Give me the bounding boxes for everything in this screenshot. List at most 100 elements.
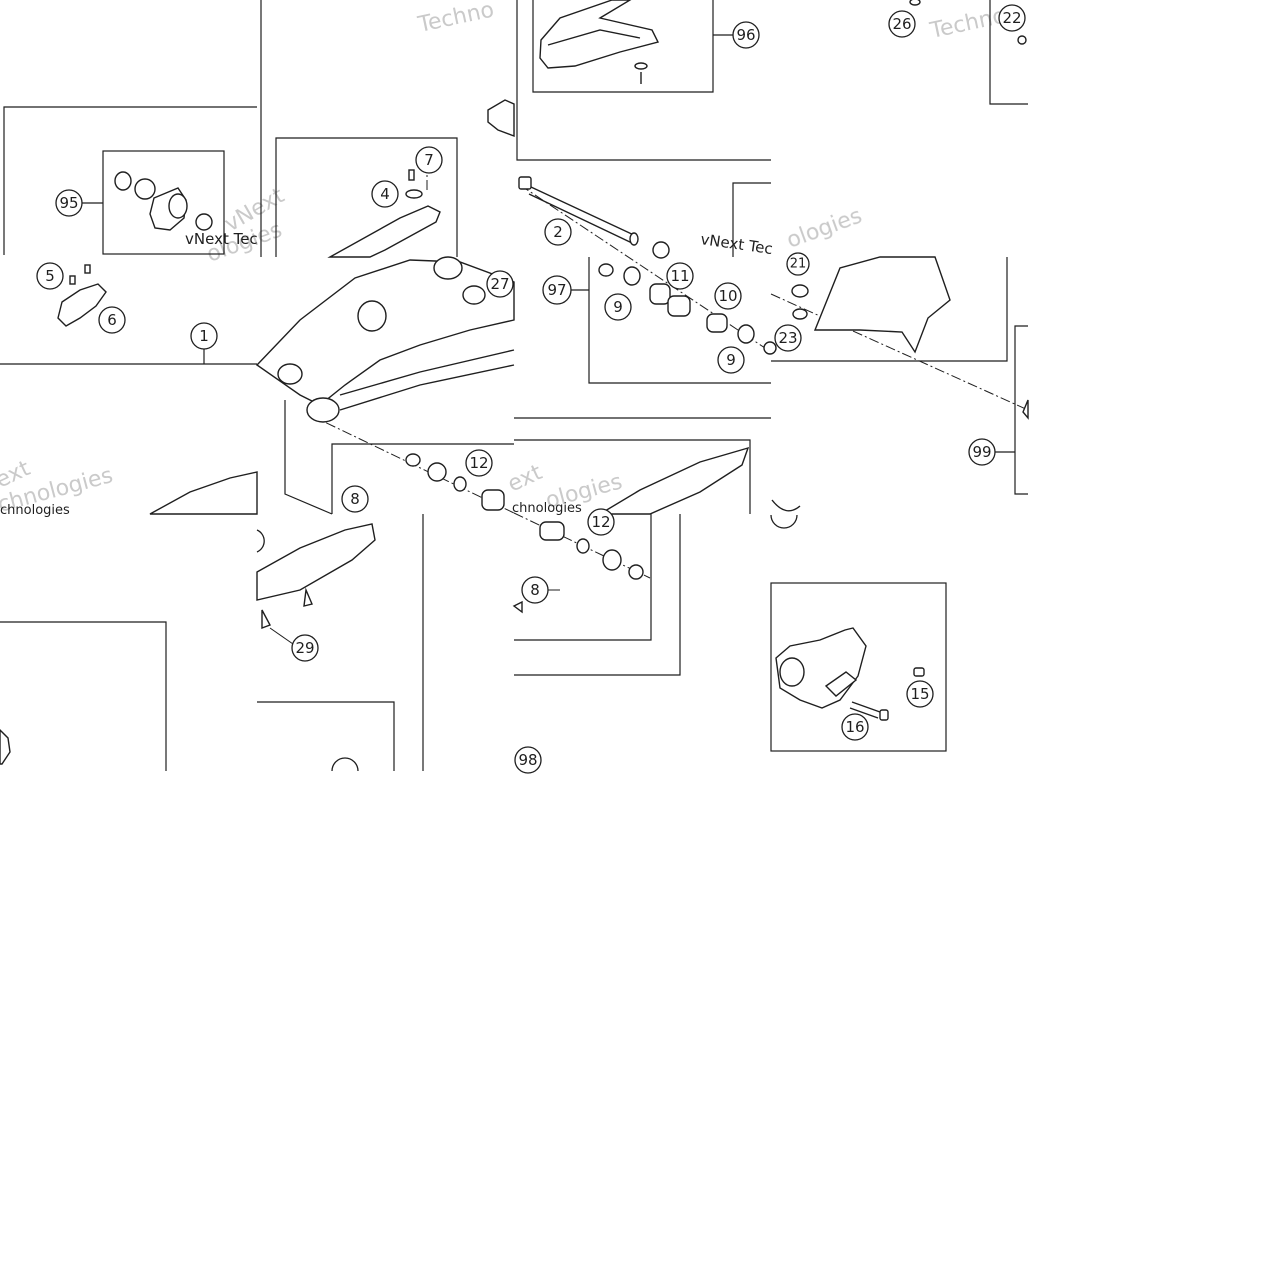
callout-number: 29 [295,639,314,657]
callout-12 [587,508,615,536]
callout-number: 21 [790,257,807,272]
callout-number: 22 [1002,9,1021,27]
callout-98 [514,746,542,774]
bearing-part [134,178,156,200]
bearing-part [114,171,132,191]
washer-part [792,308,808,320]
frame-line [514,439,751,514]
chain-slider-part [261,609,271,630]
callout-5 [36,262,64,290]
bearing-part [462,285,486,305]
spacer-part [539,521,565,541]
screw-part [69,275,76,285]
callout-99 [968,438,996,466]
pivot-bolt-end [629,232,639,246]
inset-box-15-16 [770,582,947,752]
chain-slider-part [303,587,313,607]
watermark-label: vNext Tec [699,230,773,258]
spacer-part [706,313,728,333]
chain-slider-part [547,29,641,46]
callout-number: 97 [547,281,566,299]
callout-7 [415,146,443,174]
callout-15 [906,680,934,708]
chain-slider-part [539,0,660,69]
seal-part [427,462,447,482]
chain-guide-bore [779,657,805,687]
callout-number: 99 [972,443,991,461]
callout-10 [714,282,742,310]
swing-arm-pivot-bore [357,300,387,332]
callout-11 [666,262,694,290]
callout-9 [604,293,632,321]
watermark-text: Techno [927,3,1008,44]
frame-line [331,443,514,514]
inset-box-7-4 [275,137,458,257]
callout-21 [786,252,810,276]
callout-23 [774,324,802,352]
callout-number: 7 [424,151,434,169]
seal-part [623,266,641,286]
callout-95 [55,189,83,217]
swing-arm-pivot-bore [277,363,303,385]
frame-line [516,0,771,161]
callout-27 [486,270,514,298]
frame-line [989,0,1028,105]
washer-part [791,284,809,298]
callout-number: 16 [845,718,864,736]
callout-9 [717,346,745,374]
frame-line [771,257,1008,362]
callout-number: 8 [350,490,360,508]
partial-part [1022,399,1029,420]
washer-part [405,189,423,199]
inset-box-99 [1014,325,1028,495]
frame-line [284,400,333,515]
seal-part [602,549,622,571]
partial-part [512,600,523,614]
seal-part [405,453,421,467]
callout-number: 6 [107,311,117,329]
bearing-part [195,213,213,231]
chain-slider-part [256,523,376,601]
circlip-part [453,476,467,492]
bolt-part [851,701,881,713]
screw-part [408,169,415,181]
watermark-text: Techno [415,0,496,38]
partial-part [0,729,11,765]
callout-2 [544,218,572,246]
callout-22 [998,4,1026,32]
seal-part [737,324,755,344]
chain-guide-part [824,671,858,697]
inset-box-12-8 [514,514,652,641]
swing-arm-part [339,349,515,411]
watermark-label: vNext Tec [185,230,258,248]
callout-number: 8 [530,581,540,599]
watermark-text: ologies [784,203,866,253]
frame-line [0,621,167,771]
swing-arm-pivot-bore [433,256,463,280]
leader-29 [269,627,294,645]
partial-part [487,99,515,138]
callout-26 [888,10,916,38]
chain-guide-part [327,205,441,258]
callout-number: 10 [718,287,737,305]
circlip-part [576,538,590,554]
nut-part [652,241,670,259]
frame-line [514,514,681,676]
seal-part [763,341,777,355]
callout-number: 12 [591,513,610,531]
seal-part [598,263,614,277]
callout-96 [732,21,760,49]
bearing-part [481,489,505,511]
partial-part [771,499,801,512]
partial-callout [331,757,359,772]
callout-4 [371,180,399,208]
partial-part [909,0,921,6]
axis-line-pivot-bolt [519,184,772,353]
callout-1 [190,322,218,350]
watermark-label: chnologies [0,503,70,518]
callout-number: 26 [892,15,911,33]
clamp-part [57,283,107,327]
bolt-part [913,667,925,677]
group-bracket-1 [3,106,257,255]
callout-8 [341,485,369,513]
